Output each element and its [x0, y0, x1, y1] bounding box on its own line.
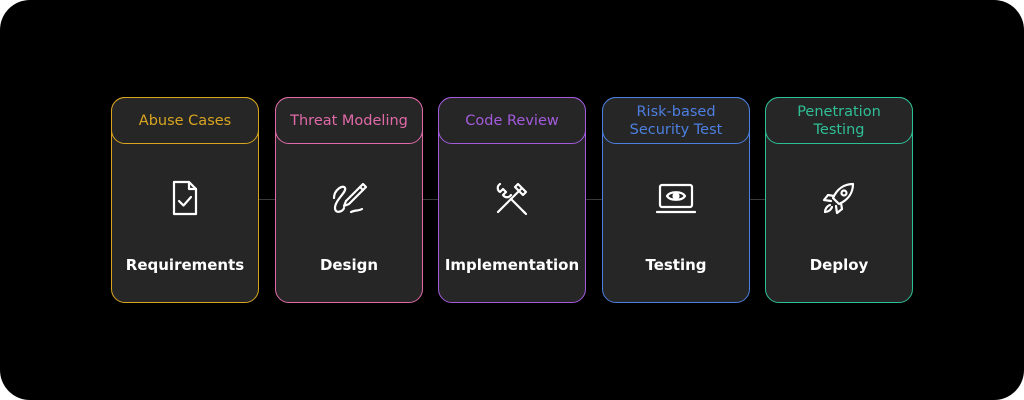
phase-label: Design	[319, 256, 379, 274]
activity-label: Threat Modeling	[290, 112, 408, 129]
hammer-wrench-icon	[492, 178, 532, 218]
stage-activity-header: Risk-based Security Test	[602, 97, 750, 144]
activity-label: Abuse Cases	[138, 112, 232, 129]
connector-line	[585, 199, 603, 200]
stage-card-testing: Risk-based Security Test Testing	[602, 97, 750, 303]
activity-label: Penetration Testing	[797, 103, 881, 138]
connector-line	[258, 199, 276, 200]
pencil-scribble-icon	[329, 178, 369, 218]
stage-activity-header: Penetration Testing	[765, 97, 913, 144]
connector-line	[422, 199, 440, 200]
phase-label: Deploy	[809, 256, 869, 274]
stage-activity-header: Code Review	[438, 97, 586, 144]
phase-label: Implementation	[444, 256, 580, 274]
activity-label: Code Review	[465, 112, 559, 129]
stage-card-requirements: Abuse Cases Requirements	[111, 97, 259, 303]
stage-activity-header: Abuse Cases	[111, 97, 259, 144]
stage-card-implementation: Code Review Implementation	[438, 97, 586, 303]
connector-line	[749, 199, 767, 200]
document-check-icon	[165, 178, 205, 218]
stage-card-deploy: Penetration Testing Deploy	[765, 97, 913, 303]
stage-card-design: Threat Modeling Design	[275, 97, 423, 303]
stage-activity-header: Threat Modeling	[275, 97, 423, 144]
phase-label: Requirements	[125, 256, 245, 274]
phase-label: Testing	[645, 256, 707, 274]
rocket-icon	[819, 178, 859, 218]
activity-label: Risk-based Security Test	[629, 103, 723, 138]
laptop-eye-icon	[656, 178, 696, 218]
